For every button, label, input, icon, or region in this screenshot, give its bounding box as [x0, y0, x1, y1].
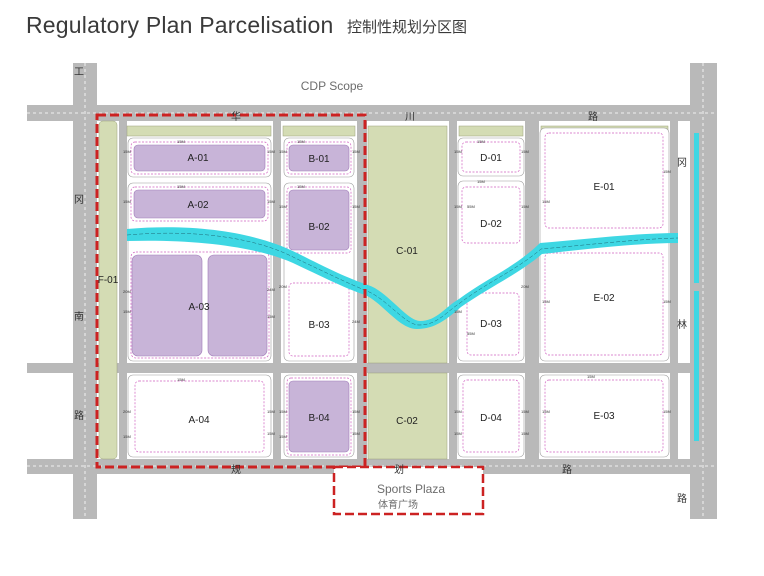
parcel-label: B-02	[308, 222, 330, 233]
svg-text:15M: 15M	[352, 409, 360, 414]
svg-text:15M: 15M	[352, 204, 360, 209]
svg-text:15M: 15M	[587, 374, 595, 379]
road-char: 路	[677, 492, 687, 505]
parcel-label: C-01	[396, 246, 418, 257]
road-char: 冈	[677, 157, 687, 169]
svg-text:15M: 15M	[521, 204, 529, 209]
svg-text:24M: 24M	[267, 287, 275, 292]
svg-text:20M: 20M	[521, 284, 529, 289]
svg-text:15M: 15M	[663, 169, 671, 174]
parcel-label: C-02	[396, 416, 418, 427]
parcel-label: B-03	[308, 320, 330, 331]
parcel-label: A-04	[188, 415, 210, 426]
svg-text:20M: 20M	[123, 289, 131, 294]
setback-lines	[130, 132, 664, 456]
svg-text:15M: 15M	[267, 149, 275, 154]
river	[126, 227, 679, 329]
svg-text:15M: 15M	[267, 409, 275, 414]
road-char: 南	[74, 310, 84, 323]
svg-text:15M: 15M	[663, 409, 671, 414]
parcel-label: F-01	[98, 275, 119, 286]
page-subtitle: 控制性规划分区图	[347, 19, 468, 36]
svg-text:15M: 15M	[542, 409, 550, 414]
road-char: 划	[394, 463, 404, 476]
svg-text:20M: 20M	[279, 284, 287, 289]
road-char: 路	[588, 110, 598, 123]
road-char: 规	[231, 463, 241, 476]
svg-text:15M: 15M	[279, 434, 287, 439]
svg-text:15M: 15M	[454, 309, 462, 314]
svg-text:24M: 24M	[352, 319, 360, 324]
parcel-label: D-03	[480, 319, 502, 330]
page-title: Regulatory Plan Parcelisation	[26, 12, 334, 38]
svg-text:15M: 15M	[454, 149, 462, 154]
svg-text:15M: 15M	[542, 299, 550, 304]
svg-text:15M: 15M	[454, 204, 462, 209]
road-char: 川	[405, 112, 415, 123]
svg-text:15M: 15M	[123, 199, 131, 204]
road-char: 林	[677, 318, 687, 331]
svg-text:15M: 15M	[267, 431, 275, 436]
svg-text:15M: 15M	[123, 434, 131, 439]
road-char: 路	[74, 409, 84, 422]
sports-plaza-label: Sports Plaza	[377, 482, 445, 496]
svg-text:15M: 15M	[177, 139, 185, 144]
road-names: 华 川 路 规 划 路 工 冈 南 路 冈 林 路	[74, 67, 687, 505]
svg-text:15M: 15M	[521, 149, 529, 154]
svg-text:15M: 15M	[454, 409, 462, 414]
svg-text:55M: 55M	[467, 204, 475, 209]
svg-text:15M: 15M	[521, 409, 529, 414]
purple-footprints	[131, 144, 350, 453]
svg-text:15M: 15M	[521, 431, 529, 436]
svg-text:15M: 15M	[279, 149, 287, 154]
svg-text:15M: 15M	[267, 314, 275, 319]
parcel-label: D-02	[480, 219, 502, 230]
parcel-label: A-01	[187, 153, 209, 164]
svg-text:15M: 15M	[477, 179, 485, 184]
svg-text:15M: 15M	[542, 199, 550, 204]
svg-text:15M: 15M	[177, 184, 185, 189]
svg-text:15M: 15M	[279, 204, 287, 209]
svg-text:15M: 15M	[454, 431, 462, 436]
svg-text:15M: 15M	[177, 377, 185, 382]
sports-plaza-cn-label: 体育广场	[378, 498, 418, 511]
parcel-label: B-04	[308, 413, 330, 424]
cdp-scope-label: CDP Scope	[301, 79, 364, 93]
svg-text:15M: 15M	[352, 431, 360, 436]
parcel-label: D-01	[480, 153, 502, 164]
parcel-label: E-01	[593, 182, 615, 193]
svg-text:15M: 15M	[297, 184, 305, 189]
svg-text:20M: 20M	[123, 409, 131, 414]
road-char: 工	[74, 67, 84, 78]
plan-boundary	[95, 113, 367, 469]
parcel-label: B-01	[308, 154, 330, 165]
svg-text:15M: 15M	[352, 149, 360, 154]
road-char: 路	[562, 463, 572, 476]
parcel-label: D-04	[480, 413, 502, 424]
parcel-label: A-02	[187, 200, 209, 211]
svg-text:15M: 15M	[477, 139, 485, 144]
svg-text:55M: 55M	[467, 331, 475, 336]
right-strip	[694, 133, 699, 283]
parcel-label: E-02	[593, 293, 615, 304]
svg-text:15M: 15M	[123, 149, 131, 154]
svg-text:15M: 15M	[663, 299, 671, 304]
parcel-label: E-03	[593, 411, 615, 422]
sports-plaza-box	[332, 465, 485, 516]
svg-text:15M: 15M	[279, 409, 287, 414]
road-char: 冈	[74, 194, 84, 206]
svg-text:15M: 15M	[123, 309, 131, 314]
parcel-labels: A-01 A-02 A-03 A-04 B-01 B-02 B-03 B-04 …	[98, 153, 615, 427]
svg-text:15M: 15M	[267, 199, 275, 204]
road-char: 华	[231, 110, 241, 123]
parcel-label: A-03	[188, 302, 210, 313]
svg-text:15M: 15M	[297, 139, 305, 144]
